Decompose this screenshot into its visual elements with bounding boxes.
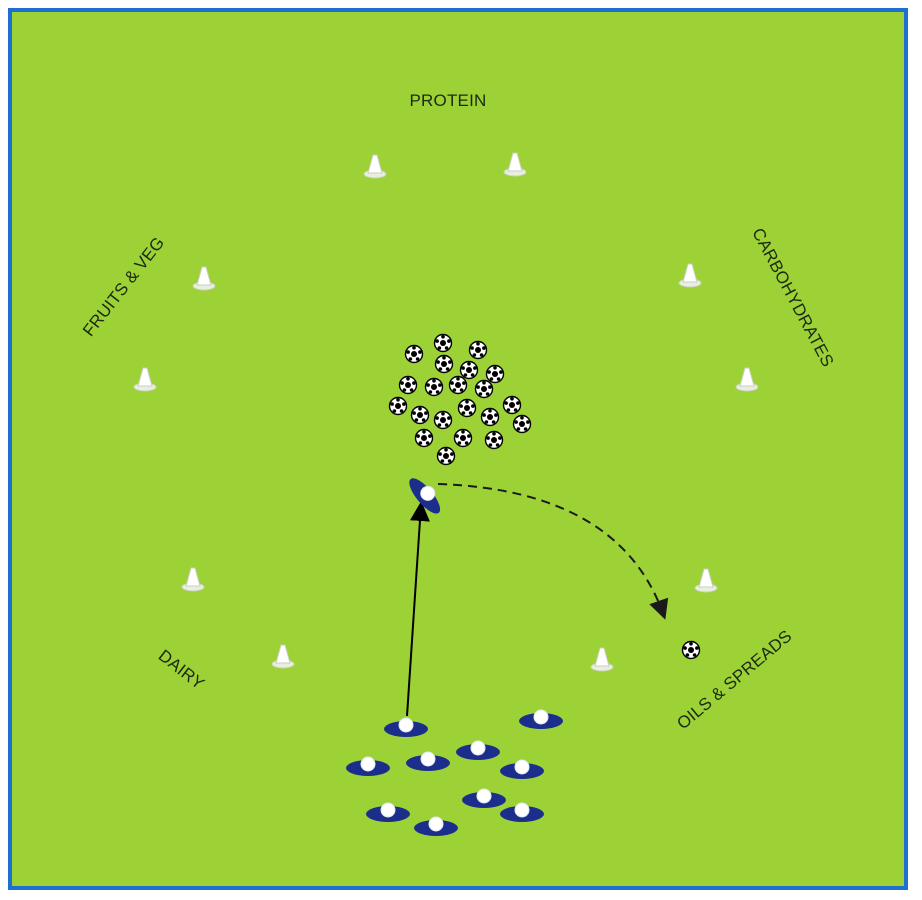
ball-icon: [398, 375, 418, 395]
player-icon: [406, 751, 450, 771]
cone-icon: [678, 263, 702, 288]
cone-icon: [271, 644, 295, 669]
cone-icon: [363, 154, 387, 179]
ball-icon: [457, 398, 477, 418]
balls-group: [388, 333, 701, 660]
zone-label-fruits-veg: FRUITS & VEG: [79, 233, 168, 340]
pitch: [8, 8, 908, 890]
player-icon: [500, 802, 544, 822]
cone-icon: [590, 647, 614, 672]
zone-label-protein: PROTEIN: [410, 91, 487, 110]
pass-arrow: [437, 483, 669, 620]
ball-icon: [681, 640, 701, 660]
ball-icon: [424, 377, 444, 397]
zone-label-dairy: DAIRY: [155, 646, 208, 693]
ball-icon: [436, 446, 456, 466]
ball-icon: [468, 340, 488, 360]
zone-label-carbohydrates: CARBOHYDRATES: [748, 225, 837, 370]
player-icon: [519, 709, 563, 729]
cone-icon: [694, 568, 718, 593]
ball-icon: [434, 354, 454, 374]
player-icon: [500, 759, 544, 779]
ball-icon: [404, 344, 424, 364]
player-icon: [462, 788, 506, 808]
ball-icon: [502, 395, 522, 415]
ball-icon: [459, 360, 479, 380]
player-icon: [456, 740, 500, 760]
ball-icon: [414, 428, 434, 448]
cone-icon: [181, 567, 205, 592]
player-icon: [346, 756, 390, 776]
players-group: [346, 478, 563, 836]
cones-group: [133, 152, 759, 672]
ball-icon: [484, 430, 504, 450]
player-icon: [409, 478, 441, 514]
player-icon: [384, 717, 428, 737]
ball-icon: [410, 405, 430, 425]
player-icon: [366, 802, 410, 822]
player-run-arrow: [406, 501, 430, 717]
cone-icon: [192, 266, 216, 291]
player-icon: [414, 816, 458, 836]
ball-icon: [485, 364, 505, 384]
ball-icon: [433, 410, 453, 430]
ball-icon: [480, 407, 500, 427]
ball-icon: [433, 333, 453, 353]
cone-icon: [133, 367, 157, 392]
cone-icon: [503, 152, 527, 177]
ball-icon: [512, 414, 532, 434]
ball-icon: [448, 375, 468, 395]
ball-icon: [474, 379, 494, 399]
ball-icon: [453, 428, 473, 448]
ball-icon: [388, 396, 408, 416]
cone-icon: [735, 367, 759, 392]
